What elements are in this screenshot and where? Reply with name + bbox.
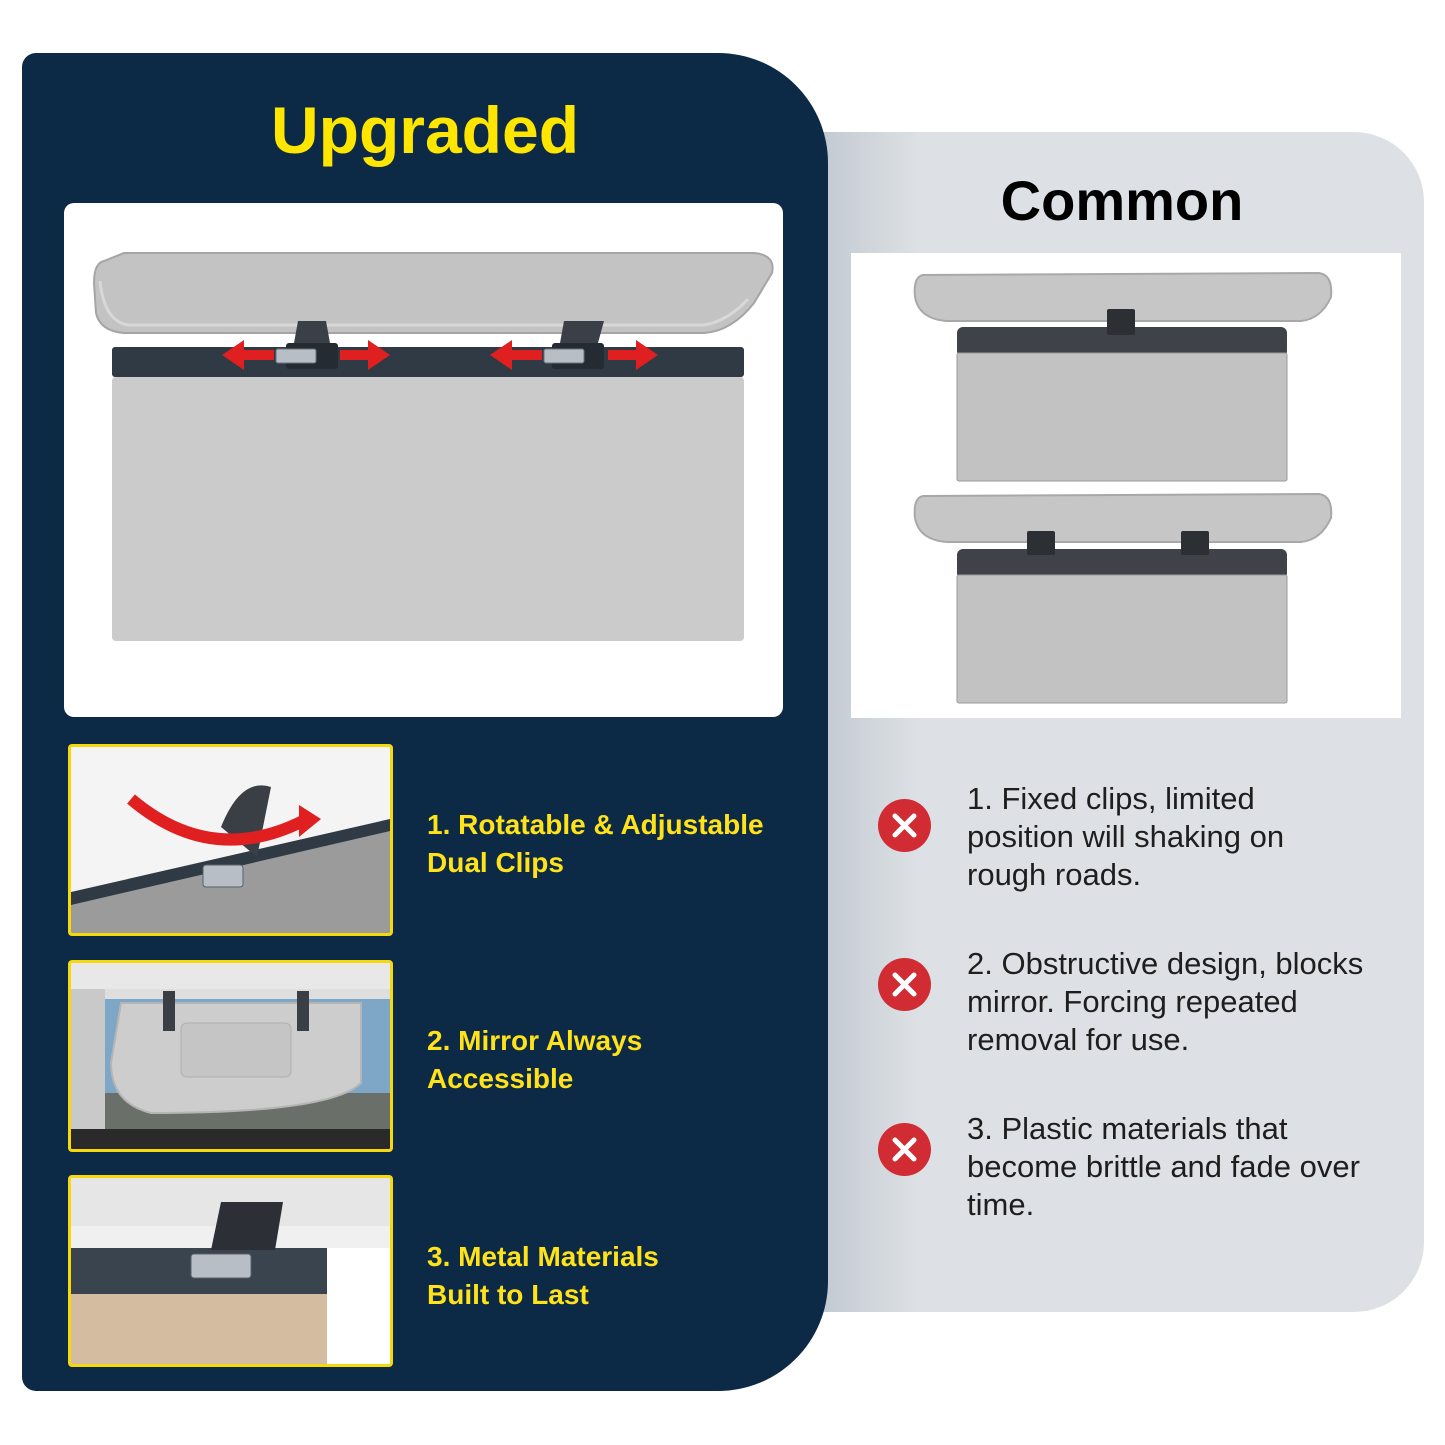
clip-right	[543, 321, 604, 369]
feature-thumb-mirror	[68, 960, 393, 1152]
close-icon	[878, 958, 931, 1011]
feature-thumb-metal	[68, 1175, 393, 1367]
feature-thumb-clips	[68, 744, 393, 936]
common-title: Common	[1000, 169, 1244, 232]
common-visor-bottom	[913, 492, 1333, 704]
clip-left	[275, 321, 338, 369]
common-visor-illustration	[913, 271, 1333, 704]
close-icon	[878, 1123, 931, 1176]
upgraded-title: Upgraded	[270, 93, 580, 167]
double-arrow-icon	[222, 340, 658, 370]
upgraded-product-image	[64, 203, 783, 717]
close-icon	[878, 799, 931, 852]
extension-panel	[112, 377, 744, 641]
upgraded-visor-illustration	[92, 252, 774, 641]
common-visor-top	[913, 271, 1333, 482]
common-product-image	[851, 253, 1401, 718]
visor-board	[92, 252, 774, 334]
